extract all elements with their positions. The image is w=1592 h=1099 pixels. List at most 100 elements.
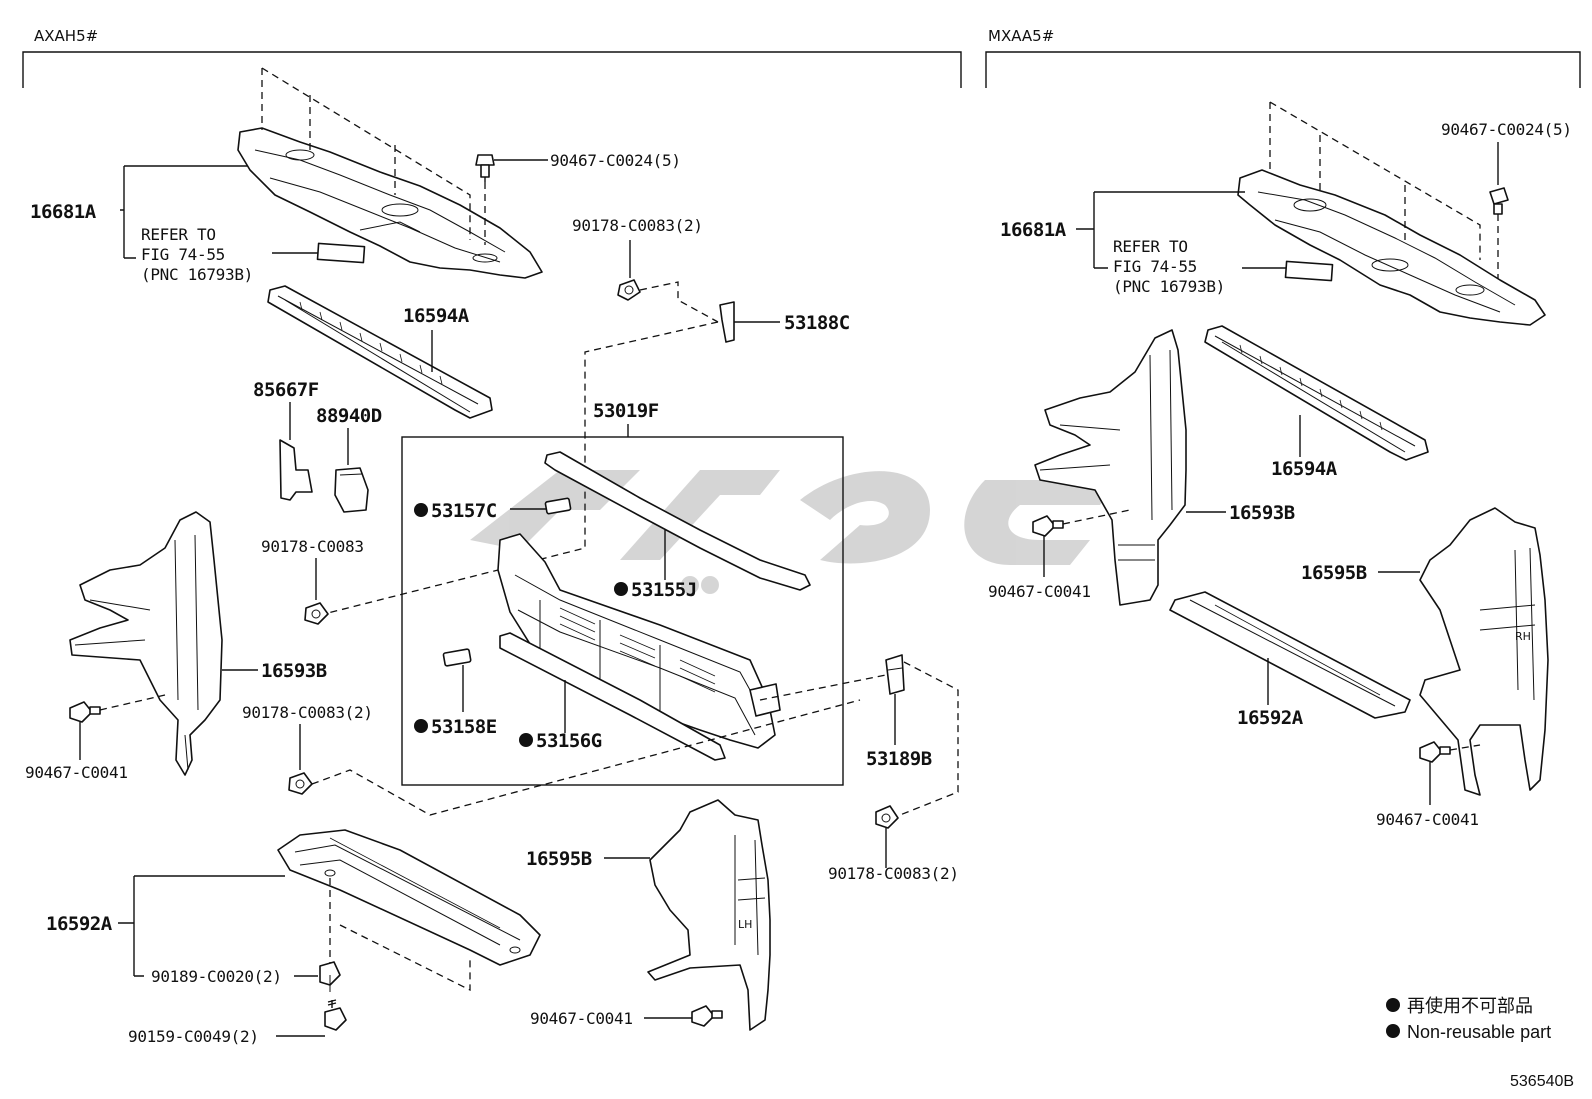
right-section-bracket: [985, 51, 1581, 88]
refer-right-text-3: (PNC 16793B): [1113, 277, 1225, 296]
label-90189-C0020: 90189-C0020(2): [151, 967, 282, 986]
label-16592A-right: 16592A: [1237, 707, 1304, 729]
right-section-header: MXAA5#: [988, 27, 1054, 45]
seal-16594A-icon: [267, 285, 493, 419]
clip-90467-C0041-right-icon: [1032, 515, 1064, 537]
pad-53158E-icon: [442, 648, 472, 667]
label-90467-C0041-right-a: 90467-C0041: [988, 582, 1091, 601]
label-90178-C0083-2-top: 90178-C0083(2): [572, 216, 703, 235]
label-90178-C0083-2-mid: 90178-C0083(2): [242, 703, 373, 722]
cover-right-mount-lines: [1269, 101, 1481, 260]
legend-text-en: Non-reusable part: [1407, 1022, 1551, 1042]
label-90178-C0083: 90178-C0083: [261, 537, 364, 556]
nut-mid-dash: [311, 699, 861, 816]
nonreusable-dot-53157C: [414, 503, 428, 517]
label-53188C: 53188C: [784, 312, 850, 334]
label-16593B-right: 16593B: [1229, 502, 1295, 524]
label-53019F: 53019F: [593, 400, 659, 422]
pad-53157C-icon: [544, 497, 572, 515]
label-85667F: 85667F: [253, 379, 319, 401]
label-16592A-left: 16592A: [46, 913, 113, 935]
label-90178-C0083-2-right: 90178-C0083(2): [828, 864, 959, 883]
bracket-53189B-dash: [759, 661, 959, 816]
leader-16681A-right: [1076, 191, 1245, 269]
label-53155J: 53155J: [631, 579, 697, 601]
clip-90467-C0041-right2-icon: [1419, 741, 1451, 763]
refer-right-text-1: REFER TO: [1113, 237, 1188, 256]
bracket-53188C-icon: [719, 301, 735, 343]
nonreusable-dot-53155J: [614, 582, 628, 596]
bracket-dash-line: [319, 321, 719, 616]
left-section-bracket: [22, 51, 962, 88]
clip-85667F-icon: [279, 439, 313, 501]
nut-90178-icon: [304, 602, 329, 625]
clip-dash-left: [99, 694, 166, 711]
label-90467-C0024-right: 90467-C0024(5): [1441, 120, 1572, 139]
nut-90178-right-icon: [875, 805, 899, 829]
strip-53155J-icon: [544, 451, 811, 591]
label-16595B-left: 16595B: [526, 848, 592, 870]
nonreusable-dot-53156G: [519, 733, 533, 747]
label-88940D: 88940D: [316, 405, 382, 427]
cover-right-pad-icon: [1284, 260, 1334, 282]
watermark-logo: [470, 470, 1120, 594]
label-16595B-right: 16595B: [1301, 562, 1367, 584]
bracket-53189B-icon: [885, 654, 905, 695]
cover-pad-icon: [316, 242, 366, 264]
cover-mount-lines: [261, 67, 471, 240]
legend-dot-1: [1386, 998, 1400, 1012]
legend-text-jp: 再使用不可部品: [1407, 996, 1533, 1016]
label-53189B: 53189B: [866, 748, 932, 770]
left-section-header: AXAH5#: [34, 27, 98, 45]
refer-text-3: (PNC 16793B): [141, 265, 253, 284]
diagram-code: 536540B: [1510, 1073, 1574, 1090]
label-90467-C0041-right-b: 90467-C0041: [1376, 810, 1479, 829]
screw-90159-icon: [324, 999, 347, 1031]
leader-16592A-left: [118, 875, 285, 977]
svg-text:LH: LH: [738, 918, 752, 931]
upper-radiator-cover-left: [237, 127, 543, 279]
grille-assembly-box: [401, 436, 844, 786]
refer-right-text-2: FIG 74-55: [1113, 257, 1197, 276]
seal-16594A-right-icon: [1204, 325, 1429, 461]
label-16681A-right: 16681A: [1000, 219, 1067, 241]
nut-dash-line: [639, 281, 719, 323]
label-90467-C0041-bottom: 90467-C0041: [530, 1009, 633, 1028]
lower-seal-16592A-right-icon: [1169, 591, 1411, 719]
label-53157C: 53157C: [431, 500, 497, 522]
clip-90467-C0041-left-icon: [69, 701, 101, 723]
lower-seal-dash: [329, 878, 471, 992]
refer-text-2: FIG 74-55: [141, 245, 225, 264]
label-90467-C0041-left: 90467-C0041: [25, 763, 128, 782]
label-16594A-right: 16594A: [1271, 458, 1338, 480]
clip-90467-C0041-bottom-icon: [691, 1005, 723, 1027]
clip-90467-C0024-right-icon: [1489, 187, 1509, 215]
label-16593B-left: 16593B: [261, 660, 327, 682]
side-duct-16593B-left-icon: [69, 511, 223, 776]
clip-90467-C0024-icon: [475, 154, 495, 182]
clip-88940D-icon: [334, 467, 369, 513]
label-90467-C0024-left: 90467-C0024(5): [550, 151, 681, 170]
clip-right-dash-3: [1449, 744, 1481, 751]
side-duct-16593B-right-icon: [1034, 329, 1187, 606]
nut-90178-mid-icon: [288, 772, 313, 795]
svg-text:RH: RH: [1515, 630, 1531, 643]
air-guide-16595B-left-icon: LH: [647, 799, 771, 1031]
upper-radiator-cover-right: [1237, 169, 1546, 326]
nonreusable-dot-53158E: [414, 719, 428, 733]
air-guide-16595B-right-icon: RH: [1419, 507, 1549, 796]
leader-16681A: [120, 165, 248, 259]
label-53158E: 53158E: [431, 716, 497, 738]
label-16681A: 16681A: [30, 201, 97, 223]
strip-53156G-icon: [499, 632, 726, 761]
grille-assembly-icon: [497, 533, 781, 749]
clip-90189-icon: [319, 961, 341, 992]
nut-90178-top-icon: [617, 279, 641, 301]
lower-seal-16592A-left-icon: [277, 829, 541, 966]
refer-text-1: REFER TO: [141, 225, 216, 244]
label-90159-C0049: 90159-C0049(2): [128, 1027, 259, 1046]
label-53156G: 53156G: [536, 730, 602, 752]
legend-dot-2: [1386, 1024, 1400, 1038]
label-16594A-left: 16594A: [403, 305, 470, 327]
